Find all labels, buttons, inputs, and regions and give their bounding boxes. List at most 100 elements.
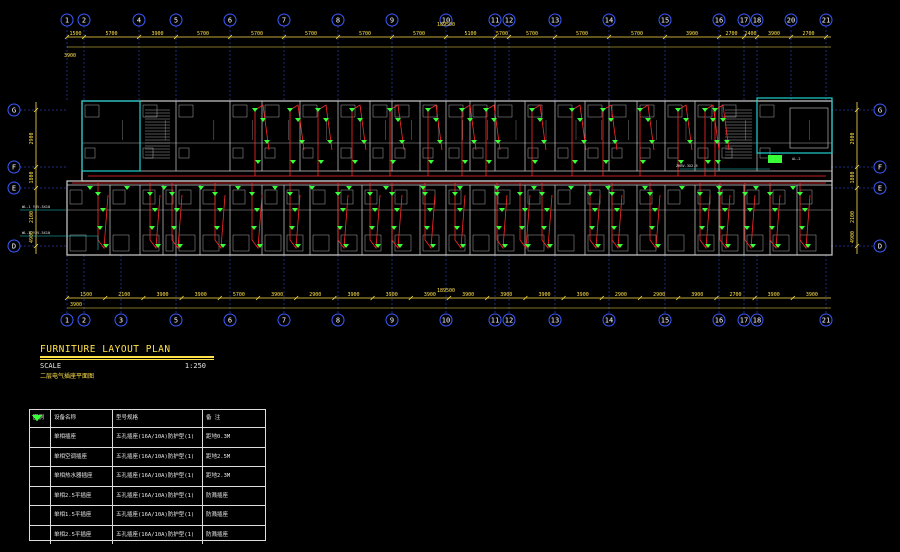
- bathroom-fixture: [611, 104, 627, 118]
- socket-symbol: [323, 118, 329, 122]
- socket-symbol: [335, 192, 341, 196]
- top-dimension-value: 2700: [802, 31, 814, 37]
- socket-symbol: [467, 118, 473, 122]
- socket-symbol: [742, 192, 748, 196]
- socket-w-icon: [30, 415, 51, 486]
- socket-symbol: [683, 118, 689, 122]
- socket-symbol: [605, 186, 611, 190]
- room-wiring-circuit: [369, 183, 381, 250]
- socket-symbol: [678, 160, 684, 164]
- dimension-tick: [552, 34, 558, 40]
- bathroom-fixture: [448, 104, 464, 118]
- socket-symbol: [544, 208, 550, 212]
- socket-symbol: [767, 192, 773, 196]
- socket-symbol: [722, 208, 728, 212]
- title-block: FURNITURE LAYOUT PLAN SCALE 1:250 二层电气插座…: [40, 344, 214, 380]
- socket-symbol: [425, 108, 431, 112]
- socket-symbol: [349, 108, 355, 112]
- socket-symbol: [486, 160, 492, 164]
- legend-device-name: 单相插座: [51, 428, 113, 447]
- socket-symbol: [519, 226, 525, 230]
- socket-symbol: [608, 118, 614, 122]
- side-dimension-value: 1800: [850, 171, 856, 183]
- socket-symbol: [217, 208, 223, 212]
- socket-symbol: [383, 186, 389, 190]
- wardrobe-fixture: [340, 147, 352, 159]
- bed-fixture: [667, 234, 685, 252]
- legend-row: 单相空调插座五孔插座(16A/10A)防护型(1)距地2.5M: [30, 415, 265, 467]
- room-wiring-circuit: [389, 104, 405, 176]
- bathroom-fixture: [667, 189, 681, 205]
- bottom-dimension-value: 3900: [195, 292, 207, 298]
- bottom-dimension-value: 1500: [80, 292, 92, 298]
- room-wiring-circuit: [171, 183, 183, 250]
- room-wiring-circuit: [289, 183, 301, 250]
- room-wiring-circuit: [427, 104, 443, 176]
- socket-symbol: [257, 244, 263, 248]
- legend-row: 单相2.5平插座五孔插座(16A/10A)防护型(1)防溅插座: [30, 415, 265, 544]
- grid-axis-label: 18: [753, 17, 761, 25]
- socket-symbol: [483, 108, 489, 112]
- socket-symbol: [375, 244, 381, 248]
- dimension-tick: [141, 295, 146, 301]
- socket-symbol: [177, 244, 183, 248]
- bed-fixture: [202, 234, 220, 252]
- socket-symbol: [569, 108, 575, 112]
- grid-axis-label: 3: [119, 317, 123, 325]
- bottom-dimension-value: 3900: [347, 292, 359, 298]
- socket-symbol: [702, 108, 708, 112]
- grid-axis-bubble: [548, 313, 562, 327]
- socket-symbol: [517, 192, 523, 196]
- socket-symbol: [315, 108, 321, 112]
- socket-symbol: [600, 108, 606, 112]
- room-wiring-circuit: [602, 104, 618, 176]
- room-wiring-circuit: [97, 183, 109, 250]
- grid-axis-bubble: [277, 313, 291, 327]
- bathroom-fixture: [165, 189, 174, 205]
- socket-symbol: [346, 186, 352, 190]
- socket-symbol: [496, 226, 502, 230]
- wardrobe-fixture: [232, 147, 244, 159]
- room-wiring-circuit: [704, 104, 720, 176]
- socket-symbol: [547, 244, 553, 248]
- room-wiring-circuit: [351, 104, 367, 176]
- socket-symbol: [103, 244, 109, 248]
- socket-symbol: [260, 118, 266, 122]
- bed-fixture: [178, 234, 196, 252]
- legend-device-note: 防溅插座: [206, 512, 229, 518]
- bathroom-fixture: [746, 189, 760, 205]
- room-wiring-circuit: [714, 104, 730, 176]
- wardrobe-fixture: [527, 147, 539, 159]
- grid-axis-bubble: [439, 313, 453, 327]
- bed-fixture: [799, 234, 817, 252]
- grid-axis-bubble: [819, 313, 833, 327]
- bathroom-fixture: [112, 189, 126, 205]
- socket-symbol: [617, 244, 623, 248]
- bed-fixture: [312, 234, 330, 252]
- socket-symbol: [699, 226, 705, 230]
- room-wiring-circuit: [454, 183, 466, 250]
- bathroom-fixture: [497, 104, 513, 118]
- bathroom-fixture: [178, 189, 192, 205]
- socket-symbol: [640, 160, 646, 164]
- socket-symbol: [705, 244, 711, 248]
- socket-symbol: [491, 118, 497, 122]
- grid-axis-bubble: [114, 313, 128, 327]
- grid-axis-label: 17: [740, 317, 748, 325]
- wardrobe-fixture: [302, 147, 314, 159]
- room-wiring-circuit: [149, 183, 161, 250]
- socket-symbol: [525, 244, 531, 248]
- socket-symbol: [95, 192, 101, 196]
- row-axis-bubble: [873, 103, 887, 117]
- socket-symbol: [340, 208, 346, 212]
- legend-device-spec: 五孔插座(16A/10A)防护型(1): [113, 447, 203, 466]
- room-wiring-circuit: [677, 104, 693, 176]
- bathroom-fixture: [772, 189, 786, 205]
- socket-symbol: [568, 186, 574, 190]
- top-dimension-value: 5700: [496, 31, 508, 37]
- highlight-box-left: [81, 100, 141, 172]
- grid-axis-bubble: [169, 313, 183, 327]
- row-axis-bubble: [873, 160, 887, 174]
- legend-device-spec: 五孔插座(16A/10A)防护型(1): [113, 486, 203, 505]
